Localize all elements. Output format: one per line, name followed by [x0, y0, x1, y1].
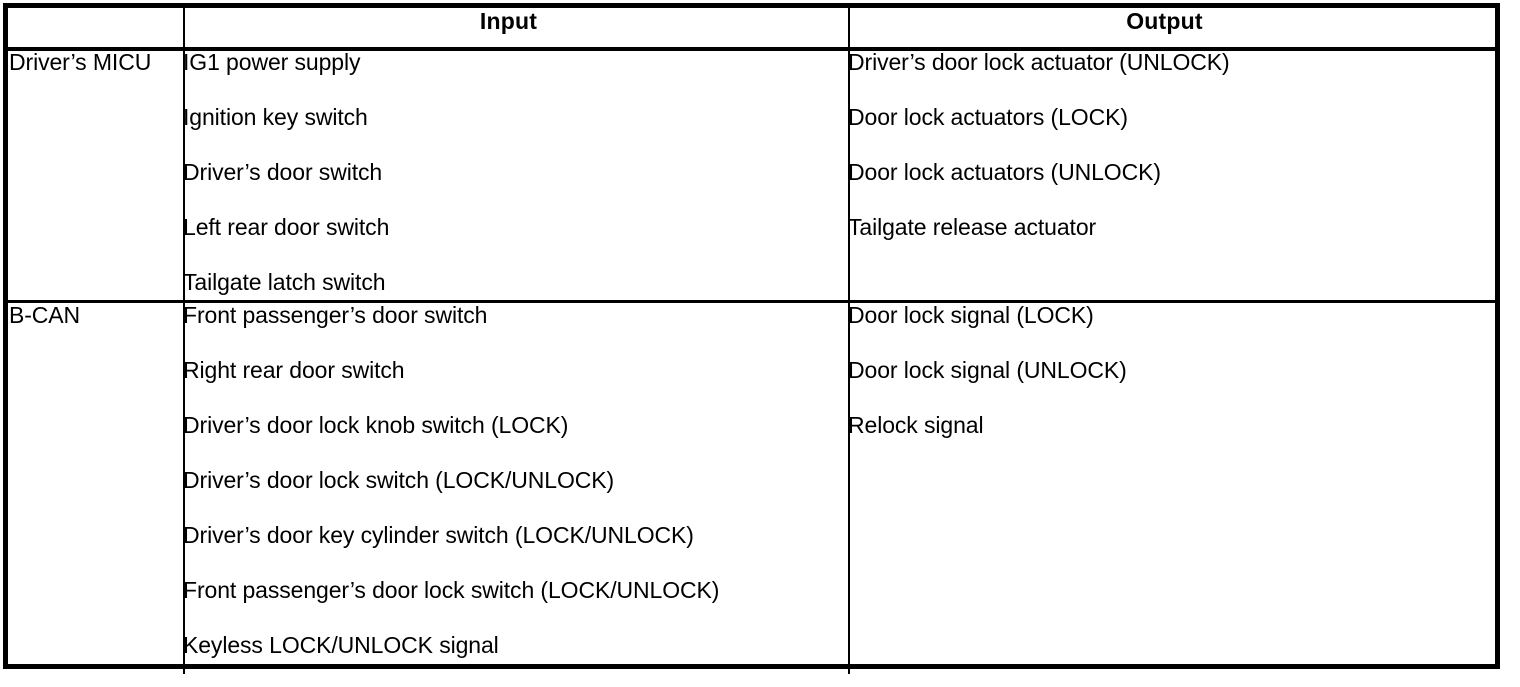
list-item: Tailgate release actuator [848, 214, 1097, 240]
row-label-b-can: B-CAN [9, 302, 81, 328]
cell-input-drivers-micu: IG1 power supply Ignition key switch Dri… [183, 49, 838, 324]
list-item: Driver’s door lock knob switch (LOCK) [183, 412, 569, 438]
header-separator-rule [8, 47, 1495, 51]
list-item: Door lock signal (LOCK) [848, 302, 1094, 328]
list-item: Driver’s door lock actuator (UNLOCK) [848, 49, 1230, 75]
row-label-drivers-micu: Driver’s MICU [9, 49, 152, 75]
list-item: Driver’s door key cylinder switch (LOCK/… [183, 522, 694, 548]
column-header-output: Output [1126, 8, 1203, 34]
list-item: Front passenger’s door switch [183, 302, 488, 328]
io-table [3, 3, 1500, 674]
cell-input-b-can: Front passenger’s door switch Right rear… [183, 302, 838, 687]
column-divider-input-output [848, 8, 850, 674]
list-item: Relock signal [848, 412, 984, 438]
list-item: Ignition key switch [183, 104, 368, 130]
column-divider-system-input [183, 8, 185, 674]
list-item: Door lock signal (UNLOCK) [848, 357, 1127, 383]
list-item: Tailgate latch switch [183, 269, 386, 295]
list-item: Driver’s door lock switch (LOCK/UNLOCK) [183, 467, 615, 493]
section-separator-rule [8, 300, 1495, 303]
list-item: Left rear door switch [183, 214, 390, 240]
list-item: IG1 power supply [183, 49, 361, 75]
list-item: Driver’s door switch [183, 159, 383, 185]
cell-output-b-can: Door lock signal (LOCK) Door lock signal… [848, 302, 1487, 467]
list-item: Keyless LOCK/UNLOCK signal [183, 632, 499, 658]
list-item: Front passenger’s door lock switch (LOCK… [183, 577, 720, 603]
column-header-input: Input [479, 8, 538, 34]
list-item: Door lock actuators (UNLOCK) [848, 159, 1161, 185]
list-item: Right rear door switch [183, 357, 405, 383]
list-item: Door lock actuators (LOCK) [848, 104, 1128, 130]
cell-output-drivers-micu: Driver’s door lock actuator (UNLOCK) Doo… [848, 49, 1487, 269]
